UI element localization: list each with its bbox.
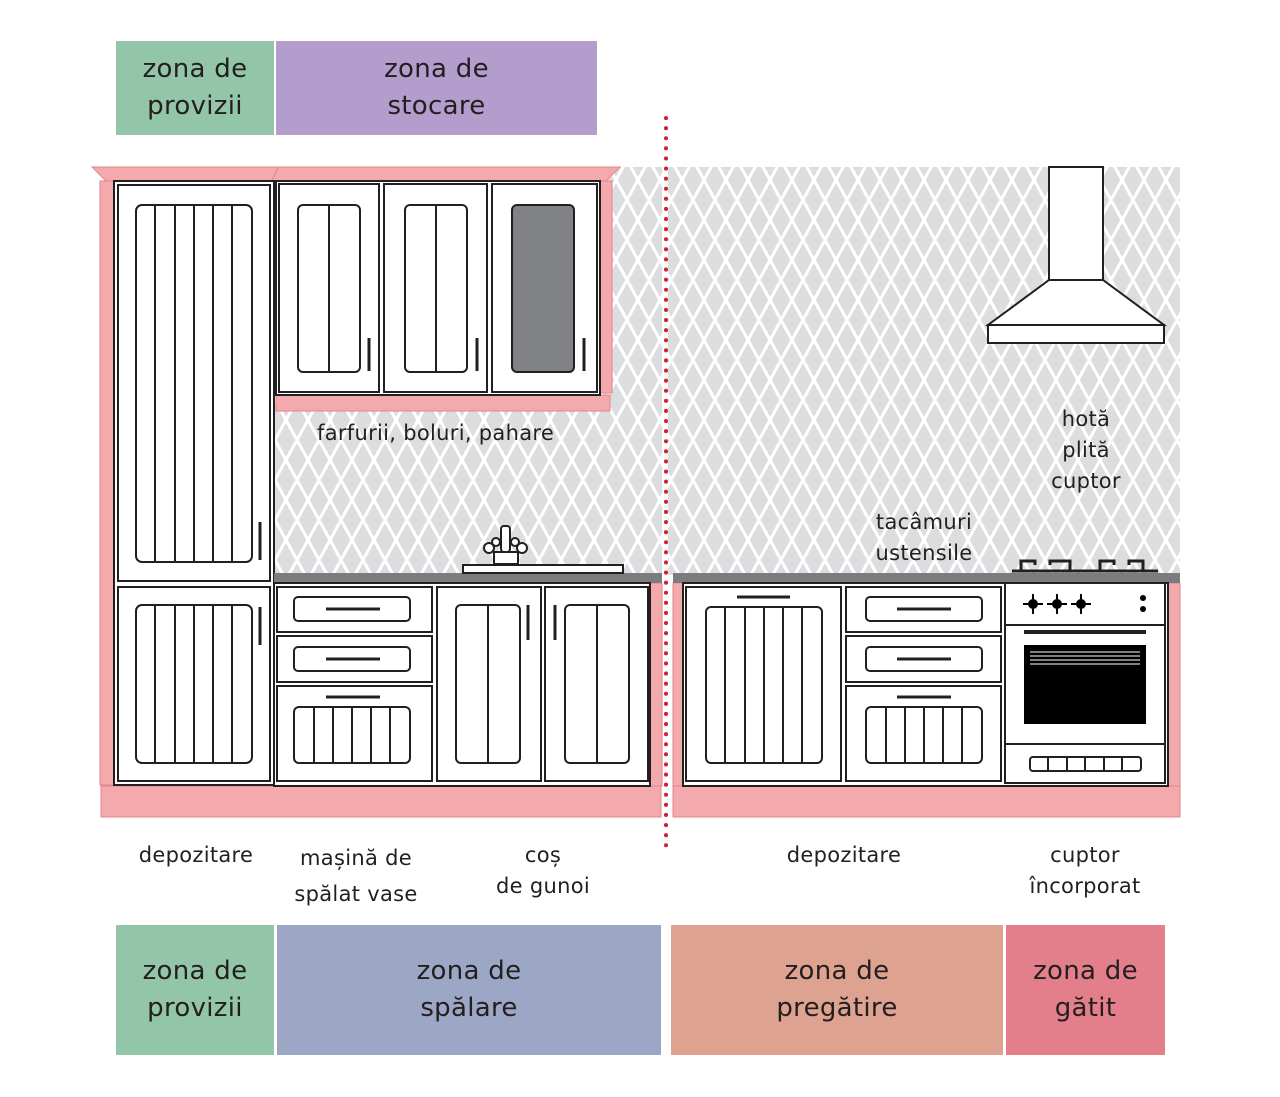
zone-label-line2: spălare — [420, 993, 518, 1023]
zone-label-line1: zona de — [416, 956, 522, 986]
label-line: încorporat — [1029, 874, 1141, 898]
zone-label-line1: zona de — [142, 956, 248, 986]
bottom-zone-provizii: zona de provizii — [116, 925, 274, 1055]
label-depozitare-right: depozitare — [774, 840, 914, 871]
glass-door-panel — [511, 204, 575, 373]
label-line: cuptor — [1050, 843, 1120, 867]
countertop-right — [673, 573, 1180, 583]
base-right-handles — [737, 595, 951, 699]
label-line: depozitare — [786, 843, 902, 867]
bottom-zone-spalare: zona de spălare — [277, 925, 661, 1055]
label-line: coș — [524, 843, 562, 867]
zone-label-line2: pregătire — [776, 993, 898, 1023]
gas-stove-icon — [1012, 559, 1158, 573]
label-line: mașină de — [300, 846, 412, 870]
zone-label-line2: stocare — [387, 91, 486, 121]
label-trash: coș de gunoi — [480, 840, 606, 902]
bottom-zone-pregatire: zona de pregătire — [671, 925, 1003, 1055]
faucet-icon — [462, 525, 624, 574]
label-line: de gunoi — [496, 874, 590, 898]
label-hood-stove-oven: hotă plită cuptor — [1036, 404, 1136, 497]
zone-label-line1: zona de — [784, 956, 890, 986]
wall-cabinet-slats — [328, 205, 437, 372]
zone-label-line2: gătit — [1054, 993, 1117, 1023]
oven-icon — [1004, 582, 1166, 784]
label-dishwasher: mașină de spălat vase — [284, 840, 428, 912]
pink-trim — [90, 166, 1181, 818]
label-line: plită — [1062, 438, 1110, 462]
label-line: spălat vase — [294, 882, 418, 906]
countertop-left — [274, 573, 662, 583]
label-line: hotă — [1061, 407, 1111, 431]
label-utensil-drawers: tacâmuri ustensile — [864, 507, 984, 569]
label-line: ustensile — [875, 541, 973, 565]
base-left-details — [313, 605, 598, 763]
label-built-in-oven: cuptor încorporat — [1014, 840, 1156, 902]
zone-label-line1: zona de — [1033, 956, 1138, 986]
bottom-zone-gatit: zona de gătit — [1006, 925, 1165, 1055]
base-right-details — [724, 607, 963, 763]
zone-label-line1: zona de — [384, 54, 489, 84]
label-line: tacâmuri — [875, 510, 973, 534]
label-wall-cabinets: farfurii, boluri, pahare — [317, 418, 554, 449]
top-zone-provizii: zona de provizii — [116, 41, 274, 135]
label-line: farfurii, boluri, pahare — [317, 421, 555, 445]
zone-label-line2: provizii — [147, 91, 243, 121]
label-line: depozitare — [138, 843, 254, 867]
wall-cabinet-handles — [367, 338, 586, 371]
top-zone-stocare: zona de stocare — [276, 41, 597, 135]
label-line: cuptor — [1051, 469, 1121, 493]
zone-label-line2: provizii — [147, 993, 243, 1023]
base-left-handles — [326, 605, 557, 699]
range-hood-icon — [984, 166, 1168, 344]
label-depozitare-left: depozitare — [128, 840, 264, 871]
tall-cabinet-slats — [154, 205, 233, 763]
zone-label-line1: zona de — [142, 54, 248, 84]
base-cabinets-left — [273, 582, 651, 787]
